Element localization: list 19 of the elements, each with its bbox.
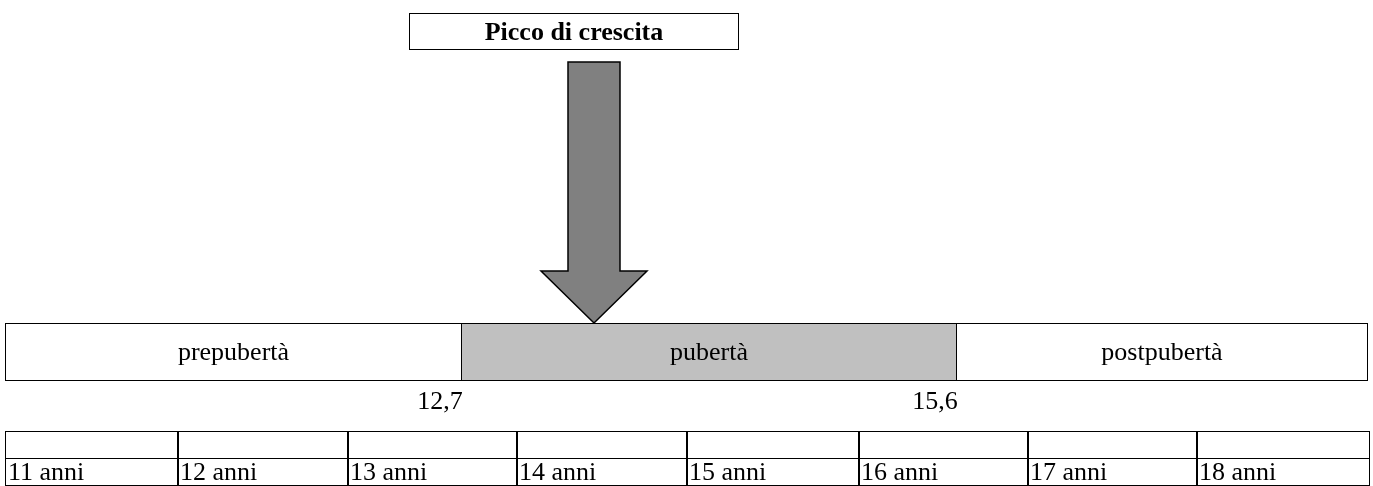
- year-cell: 16 anni: [858, 457, 1029, 486]
- year-cell: 11 anni: [5, 457, 179, 486]
- age-value: 15,6: [912, 386, 958, 416]
- node-label: prepubertà: [177, 337, 290, 367]
- title-box: [409, 13, 739, 50]
- node-label: pubertà: [670, 337, 748, 367]
- age-value: 12,7: [417, 386, 463, 416]
- phase-band: [956, 323, 1368, 381]
- year-cell: 12 anni: [177, 457, 349, 486]
- year-cell: 18 anni: [1196, 457, 1370, 486]
- node-label: Picco di crescita: [484, 16, 664, 47]
- year-cell: 15 anni: [686, 457, 860, 486]
- block-arrow: [539, 61, 649, 325]
- year-cell: 14 anni: [516, 457, 688, 486]
- phase-band: [5, 323, 462, 381]
- year-cell: 17 anni: [1027, 457, 1198, 486]
- phase-band: [461, 323, 957, 381]
- year-cell: 13 anni: [347, 457, 518, 486]
- node-label: postpubertà: [1101, 337, 1223, 367]
